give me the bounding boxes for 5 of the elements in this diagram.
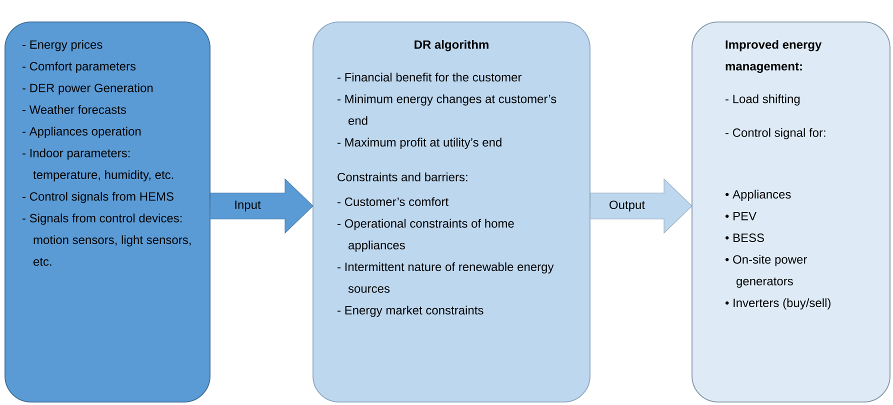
rounded-box: - Energy prices - Comfort parameters - DER power Generation - Weather forecasts - Appliances operation - Indoor parameters: temperature, humidity, etc. - Control signals from HEMS - Signals from control devices: motion sensors, light sensors, etc. xyxy=(4,22,210,402)
edge-label: Output xyxy=(608,200,646,212)
rounded-box: Improved energy management: - Load shifting - Control signal for: • Appliances • PEV • BESS • On-site power generators • Inverters (buy/sell) xyxy=(692,22,890,402)
rounded-box: DR algorithm - Financial benefit for the customer - Minimum energy changes at customer’s end - Maximum profit at utility’s end Constraints and barriers: - Customer’s comfort - Operational constraints of home appliances - Intermittent nature of renewable energy sources - Energy market constraints xyxy=(312,22,590,402)
edge-label: Input xyxy=(233,200,262,212)
